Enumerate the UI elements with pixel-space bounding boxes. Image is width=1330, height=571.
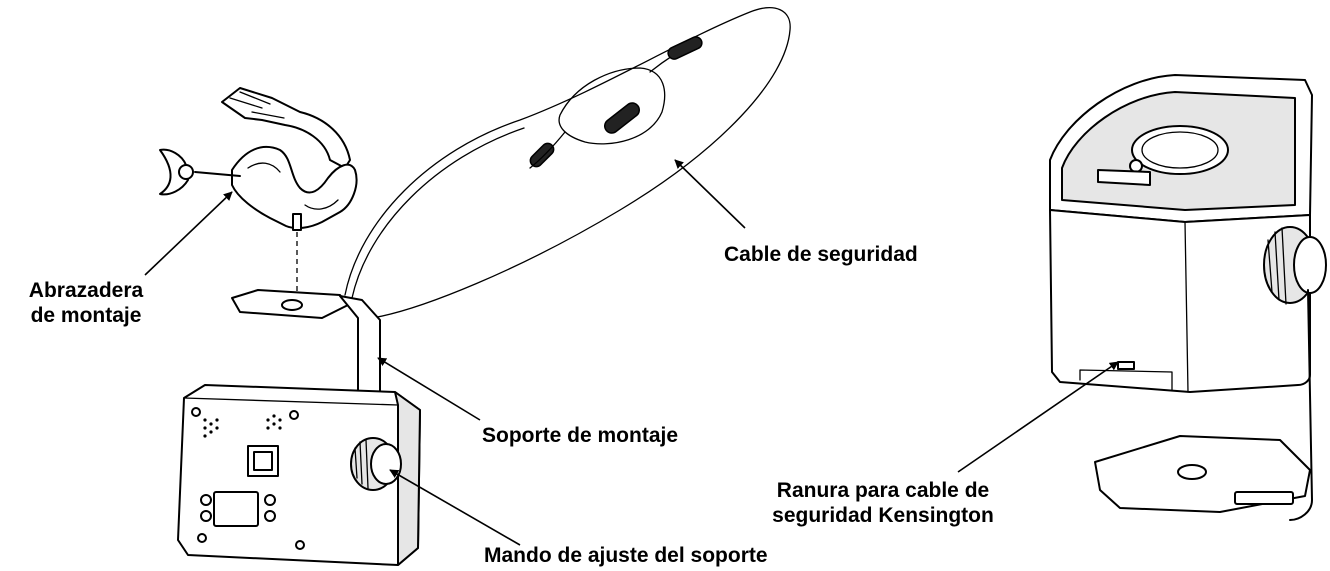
fixture-left-illustration	[177, 289, 421, 566]
safety-cable-illustration	[344, 7, 791, 319]
fixture-right-illustration	[1049, 74, 1327, 521]
knob-label: Mando de ajuste del soporte	[484, 544, 768, 567]
cable-leader	[674, 159, 746, 229]
knob-leader	[389, 469, 521, 546]
kensington-label: Ranura para cable de seguridad Kensingto…	[772, 479, 994, 527]
clamp-label: Abrazadera de montaje	[28, 279, 144, 327]
bracket-label: Soporte de montaje	[482, 424, 679, 447]
clamp-leader	[144, 191, 233, 276]
bracket-leader	[377, 357, 481, 421]
safety-cable-label: Cable de seguridad	[724, 243, 918, 266]
mounting-clamp-illustration	[159, 87, 358, 300]
kensington-leader	[957, 361, 1119, 473]
